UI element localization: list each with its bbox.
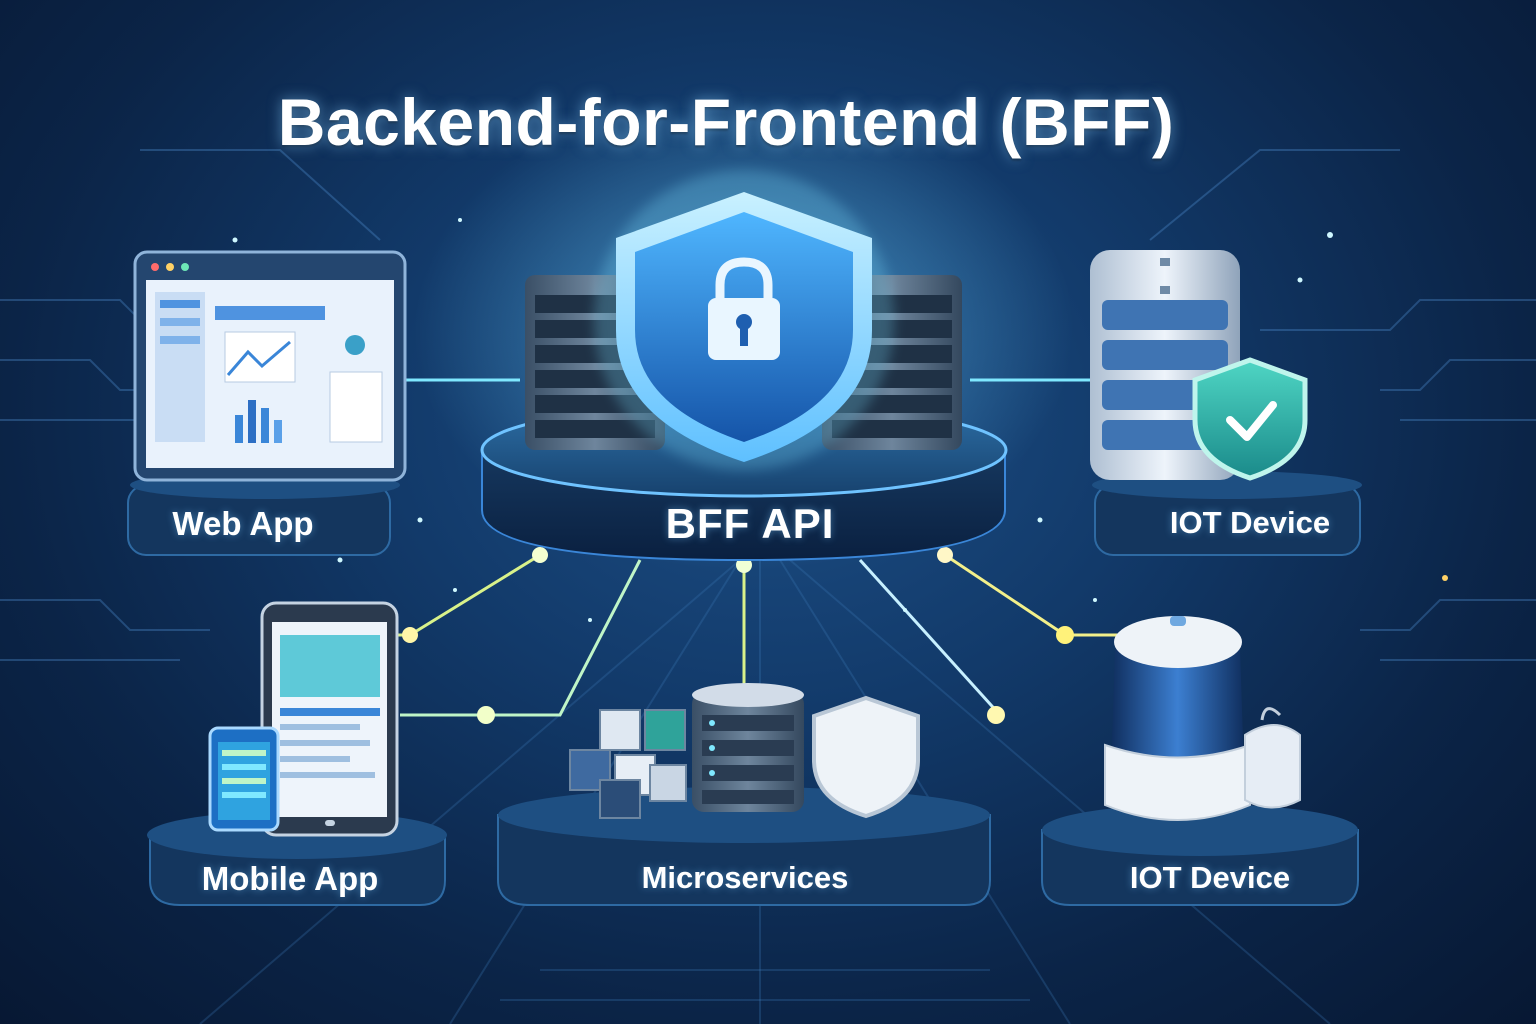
- small-device-icon: [1244, 707, 1301, 809]
- checkmark-icon: [1226, 401, 1277, 441]
- shield-outline-icon: [812, 695, 920, 819]
- tablet-icon: [260, 601, 399, 837]
- page-title: Backend-for-Frontend (BFF): [277, 85, 1175, 159]
- smart-speaker-icon: [1104, 616, 1251, 821]
- iot-device-bottom-node: [1041, 616, 1359, 906]
- database-icon: [692, 683, 804, 812]
- bff-api-node: [480, 170, 1008, 562]
- phone-icon: [208, 726, 280, 832]
- microservices-label: Microservices: [641, 860, 849, 895]
- mobile-app-label: Mobile App: [201, 860, 379, 897]
- iot-device-top-label: IOT Device: [1169, 505, 1331, 540]
- connector-nodes: [402, 547, 1074, 724]
- iot-device-top-node: [1090, 250, 1362, 556]
- microservices-node: [497, 683, 991, 906]
- mobile-app-node: [147, 601, 447, 906]
- floor-grid: [199, 559, 1331, 1024]
- check-shield-icon: [1192, 357, 1308, 481]
- web-app-node: [127, 250, 407, 556]
- web-app-label: Web App: [172, 505, 314, 542]
- cubes-icon: [569, 709, 687, 819]
- iot-device-bottom-label: IOT Device: [1129, 860, 1291, 895]
- bff-api-label: BFF API: [665, 500, 835, 547]
- browser-window-icon: [133, 250, 407, 482]
- background-circuit-lines: [0, 149, 1536, 661]
- sparkles: [232, 218, 1448, 622]
- padlock-icon: [708, 257, 780, 360]
